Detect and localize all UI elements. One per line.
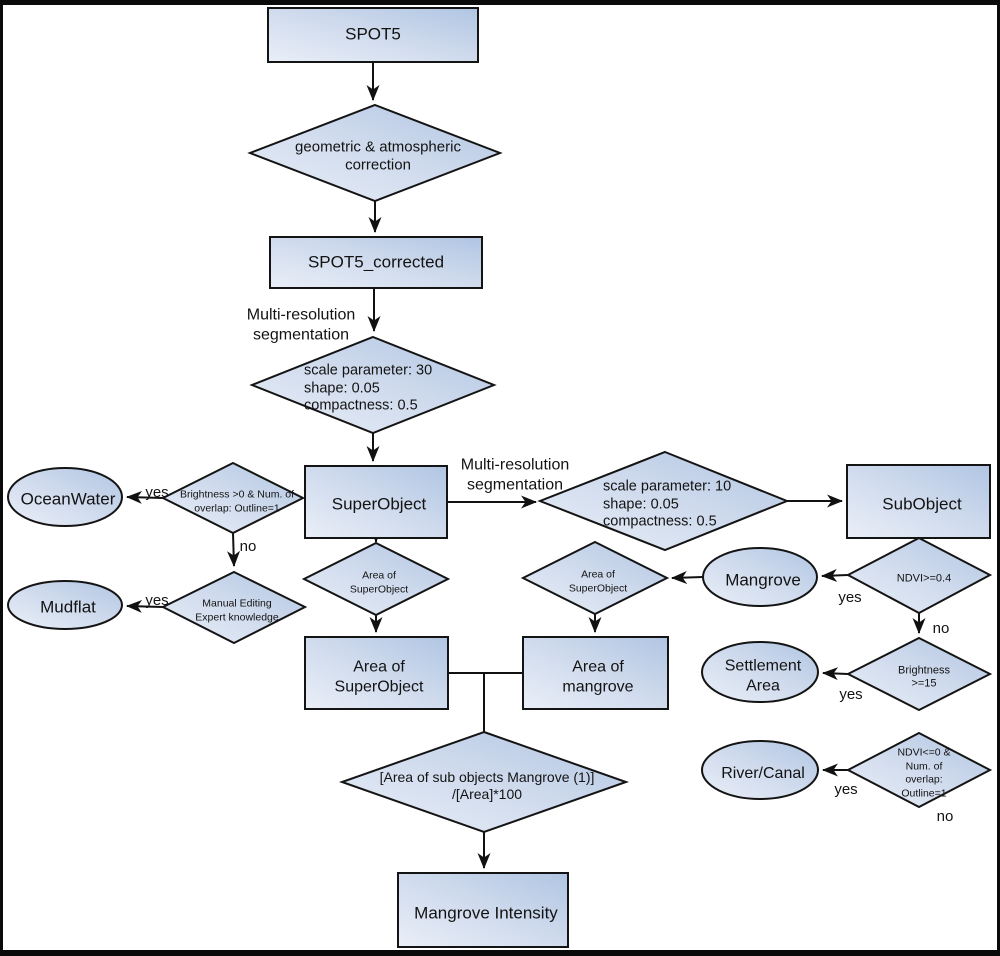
node-mangrove-intensity-shape bbox=[397, 872, 569, 948]
node-seg10-label: scale parameter: 10 shape: 0.05 compactn… bbox=[603, 478, 732, 530]
edge-mangrove-areadiamond bbox=[671, 571, 704, 585]
edge-label-multires-left: Multi-resolution segmentation bbox=[246, 306, 356, 343]
node-manual-editing-shape bbox=[160, 570, 308, 645]
node-rivercanal-shape bbox=[701, 740, 819, 800]
node-brightness-overlap-shape bbox=[160, 461, 306, 535]
node-settlement-label: Settlement Area bbox=[724, 657, 802, 694]
node-area-diamond-left-shape bbox=[301, 541, 451, 617]
edge-yes-mangrove bbox=[821, 568, 849, 582]
node-mudflat-shape bbox=[7, 580, 123, 630]
edge-label-yes-mudflat: yes bbox=[145, 591, 169, 609]
node-seg30-shape bbox=[249, 335, 497, 435]
node-geo-correction-shape bbox=[247, 103, 503, 203]
node-area-superobject-label: Area of SuperObject bbox=[334, 658, 424, 695]
node-oceanwater-label: OceanWater bbox=[20, 489, 116, 509]
node-spot5-corrected-shape bbox=[269, 236, 483, 289]
node-seg30-label: scale parameter: 30 shape: 0.05 compactn… bbox=[304, 362, 433, 414]
node-ndvi0-shape bbox=[845, 731, 993, 809]
node-ndvi0-label: NDVI<=0 & Num. of overlap: Outline=1 bbox=[897, 746, 951, 800]
nodes bbox=[7, 7, 993, 948]
node-spot5-shape bbox=[267, 7, 479, 63]
node-superobject-label: SuperObject bbox=[331, 494, 427, 514]
edge-label-multires-right: Multi-resolution segmentation bbox=[460, 456, 570, 493]
node-mudflat-label: Mudflat bbox=[40, 597, 96, 617]
node-area-mangrove-label: Area of mangrove bbox=[562, 658, 634, 695]
node-area-mangrove-shape bbox=[522, 636, 669, 710]
edge-label-no-manual: no bbox=[239, 537, 257, 555]
node-area-diamond-right-shape bbox=[520, 540, 670, 616]
edges bbox=[126, 62, 926, 869]
node-ndvi04-shape bbox=[845, 536, 993, 615]
node-subobject-shape bbox=[846, 464, 991, 539]
node-area-superobject-shape bbox=[304, 636, 449, 710]
edge-no-manualediting bbox=[227, 532, 241, 567]
node-oceanwater-shape bbox=[7, 467, 123, 527]
node-manual-editing-label: Manual Editing Expert knowledge bbox=[195, 597, 279, 623]
node-area-diamond-left-label: Area of SuperObject bbox=[349, 569, 409, 595]
node-mangrove-shape bbox=[702, 547, 818, 607]
node-rivercanal-label: River/Canal bbox=[721, 765, 805, 783]
edge-label-yes-river: yes bbox=[834, 780, 858, 798]
edge-label-yes-mangrove: yes bbox=[838, 588, 862, 606]
edge-label-no-brightness: no bbox=[932, 619, 950, 637]
node-ndvi04-label: NDVI>=0.4 bbox=[896, 572, 952, 585]
edge-label-no-river: no bbox=[936, 807, 954, 825]
node-spot5-corrected-label: SPOT5_corrected bbox=[307, 252, 445, 272]
edge-yes-settlement bbox=[822, 667, 849, 681]
edge-label-yes-ocean: yes bbox=[145, 483, 169, 501]
node-geo-correction-label: geometric & atmospheric correction bbox=[295, 138, 461, 174]
node-ratio-shape bbox=[338, 730, 630, 834]
node-superobject-shape bbox=[304, 465, 448, 539]
edge-yes-oceanwater bbox=[126, 490, 164, 504]
node-brightness15-shape bbox=[845, 636, 993, 712]
node-ratio-label: [Area of sub objects Mangrove (1)] /[Are… bbox=[379, 768, 595, 802]
edge-yes-mudflat bbox=[126, 599, 164, 613]
node-mangrove-label: Mangrove bbox=[725, 570, 801, 590]
node-seg10-shape bbox=[537, 450, 790, 552]
node-mangrove-intensity-label: Mangrove Intensity bbox=[414, 903, 558, 923]
node-subobject-label: SubObject bbox=[882, 494, 962, 514]
node-brightness-overlap-label: Brightness >0 & Num. of overlap: Outline… bbox=[179, 488, 295, 514]
node-settlement-shape bbox=[701, 641, 819, 703]
edge-label-yes-settlement: yes bbox=[839, 685, 863, 703]
node-brightness15-label: Brightness >=15 bbox=[898, 664, 950, 690]
node-spot5-label: SPOT5 bbox=[345, 24, 401, 44]
node-area-diamond-right-label: Area of SuperObject bbox=[568, 568, 628, 594]
